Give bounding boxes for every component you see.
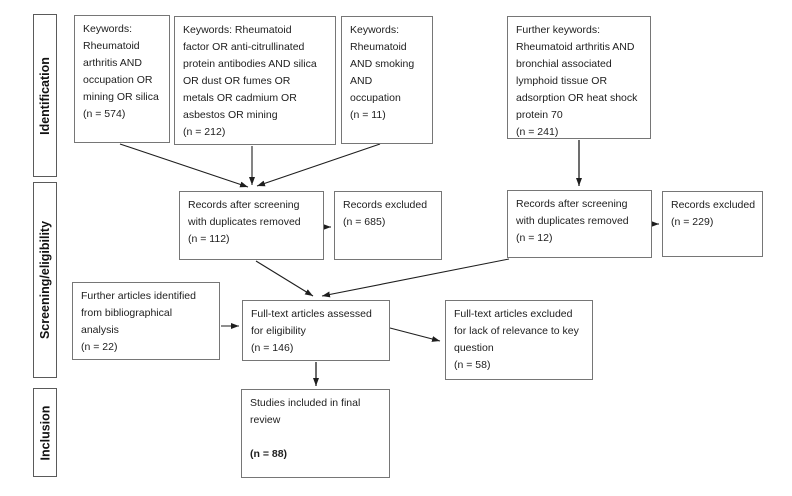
box-studies-included-count: (n = 88) [250,448,288,460]
arrow-k1-to-screened-left [119,143,249,188]
box-records-screened-left: Records after screening with duplicates … [179,191,324,260]
box-bibliographic-articles-text: Further articles identified from bibliog… [81,290,196,353]
stage-inclusion: Inclusion [33,388,57,477]
box-records-excluded-right: Records excluded (n = 229) [662,191,763,257]
box-keywords-antibodies: Keywords: Rheumatoid factor OR anti-citr… [174,16,336,145]
arrow-k3-to-screened-left [256,143,381,187]
box-fulltext-excluded: Full-text articles excluded for lack of … [445,300,593,380]
box-keywords-silica: Keywords: Rheumatoid arthritis AND occup… [74,15,170,143]
box-bibliographic-articles: Further articles identified from bibliog… [72,282,220,360]
stage-screening-eligibility: Screening/eligibility [33,182,57,378]
box-keywords-smoking-text: Keywords: Rheumatoid AND smoking AND occ… [350,24,415,121]
box-studies-included-text: Studies included in final review [250,397,361,426]
box-records-screened-left-text: Records after screening with duplicates … [188,199,301,245]
stage-identification-label: Identification [38,56,52,135]
box-records-excluded-left-text: Records excluded (n = 685) [343,199,428,228]
stage-inclusion-label: Inclusion [38,405,52,460]
box-further-keywords-text: Further keywords: Rheumatoid arthritis A… [516,24,638,138]
box-records-excluded-right-text: Records excluded (n = 229) [671,199,756,228]
box-records-screened-right: Records after screening with duplicates … [507,190,652,258]
stage-screening-eligibility-label: Screening/eligibility [38,220,52,340]
box-records-excluded-left: Records excluded (n = 685) [334,191,442,260]
box-studies-included: Studies included in final review (n = 88… [241,389,390,478]
stage-identification: Identification [33,14,57,177]
box-fulltext-assessed-text: Full-text articles assessed for eligibil… [251,308,372,354]
box-keywords-antibodies-text: Keywords: Rheumatoid factor OR anti-citr… [183,24,317,138]
box-further-keywords: Further keywords: Rheumatoid arthritis A… [507,16,651,139]
box-fulltext-assessed: Full-text articles assessed for eligibil… [242,300,390,361]
arrow-fulltext-to-excluded [389,327,441,342]
box-keywords-silica-text: Keywords: Rheumatoid arthritis AND occup… [83,23,159,120]
arrow-screened-right-to-fulltext [321,258,510,298]
box-records-screened-right-text: Records after screening with duplicates … [516,198,629,244]
arrow-screened-left-to-fulltext [255,260,314,297]
box-fulltext-excluded-text: Full-text articles excluded for lack of … [454,308,579,371]
box-keywords-smoking: Keywords: Rheumatoid AND smoking AND occ… [341,16,433,144]
